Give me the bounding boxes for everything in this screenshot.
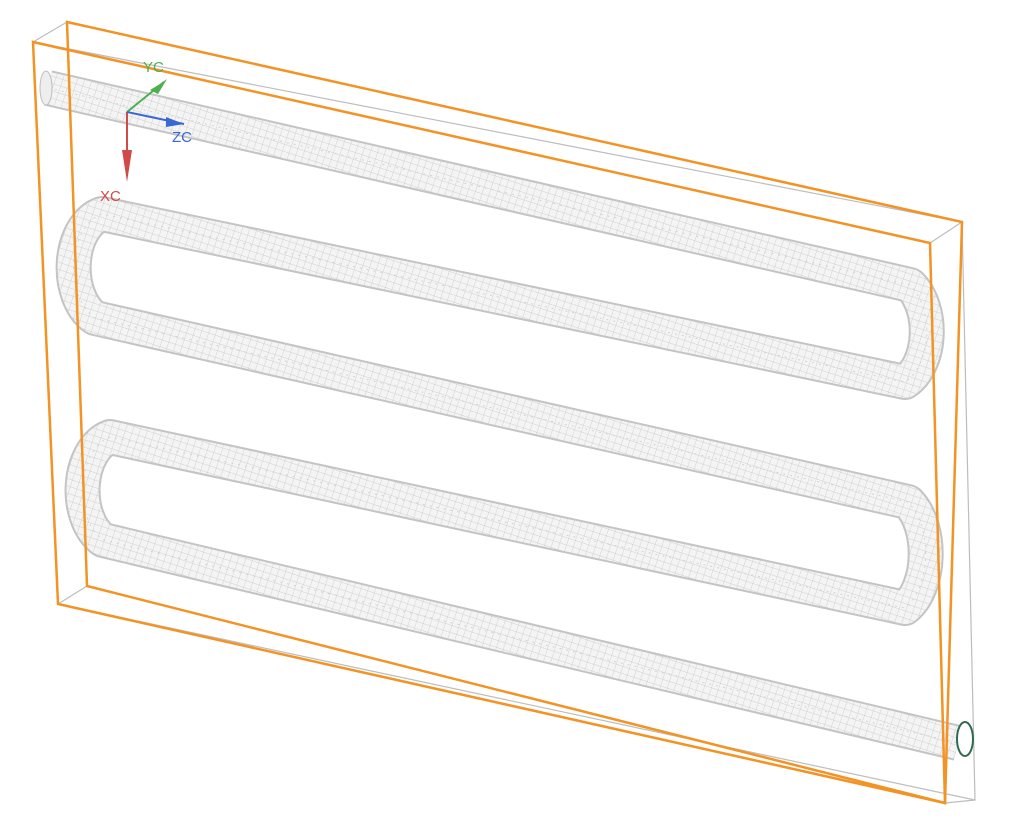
pipe-inlet-cap [39,70,53,106]
wcs-triad-icon[interactable]: XC YC ZC [100,59,192,205]
serpentine-pipe[interactable] [39,70,974,761]
axis-z-label: ZC [172,129,192,146]
axis-y-label: YC [143,59,164,76]
plate-outline[interactable] [31,20,964,805]
pipe-outlet-ring [956,721,974,757]
axis-x-label: XC [100,188,121,205]
